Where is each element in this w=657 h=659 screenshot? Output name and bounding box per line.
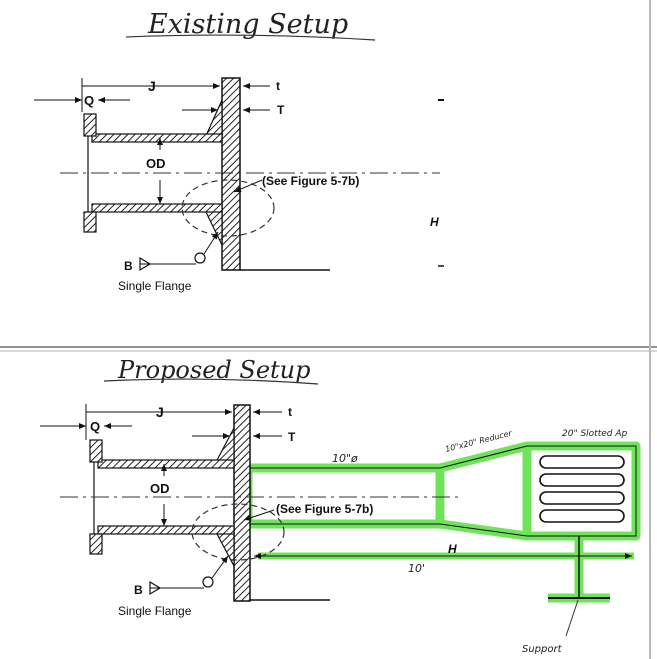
proposed-dim-h: H — [448, 542, 457, 556]
existing-title-underline — [125, 34, 376, 41]
proposed-weld-circle — [202, 576, 214, 588]
length-label: 10' — [408, 562, 425, 575]
proposed-dim-od: OD — [150, 481, 170, 496]
proposed-pipe-top-wall — [97, 459, 235, 469]
proposed-pipe-outline — [247, 445, 637, 537]
existing-caption: Single Flange — [118, 279, 192, 293]
proposed-caption: Single Flange — [118, 604, 192, 618]
pipe-label: 10"ø — [332, 452, 358, 465]
proposed-weld-b: B — [134, 583, 143, 597]
proposed-dim-q: Q — [90, 419, 100, 434]
slot-2 — [539, 473, 625, 487]
proposed-pipe-end-bottom — [89, 533, 103, 555]
existing-weld-circle — [194, 252, 206, 264]
existing-see-figure: (See Figure 5-7b) — [262, 174, 359, 188]
existing-pipe-end-bottom — [83, 211, 97, 233]
proposed-title-underline — [103, 378, 319, 385]
proposed-pipe-end-top — [89, 439, 103, 463]
proposed-weld-arrow — [211, 555, 229, 579]
proposed-section: Proposed Setup — [40, 356, 641, 655]
proposed-dim-t-big: T — [288, 430, 296, 444]
existing-pipe-bottom-wall — [91, 203, 223, 213]
proposed-detail-circle — [191, 503, 285, 561]
proposed-see-figure-leader — [243, 509, 275, 521]
existing-dim-od: OD — [146, 156, 166, 171]
proposed-dim-t-small: t — [288, 405, 292, 419]
proposed-pipe-bottom-wall — [97, 525, 235, 535]
support-leader — [565, 599, 579, 637]
existing-dim-t-big: T — [277, 103, 285, 117]
existing-dim-h: H — [430, 215, 439, 229]
slot-4 — [539, 509, 625, 523]
slot-3 — [539, 491, 625, 505]
proposed-see-figure: (See Figure 5-7b) — [276, 502, 373, 516]
existing-weld-arrow — [203, 231, 219, 255]
slot-1 — [539, 455, 625, 469]
proposed-dim-j: J — [156, 404, 164, 420]
existing-hub-top — [204, 99, 223, 139]
existing-flange-plate — [221, 77, 241, 271]
slotted-pipe-slots — [539, 455, 625, 523]
existing-section: Existing Setup J t Q T OD — [34, 9, 444, 293]
slotted-label: 20" Slotted Ap — [562, 429, 627, 439]
existing-dim-t-small: t — [276, 79, 280, 93]
support-label: Support — [522, 644, 563, 655]
existing-dim-j: J — [148, 78, 156, 94]
existing-see-figure-leader — [233, 179, 263, 193]
existing-pipe-end-top — [83, 113, 97, 137]
existing-pipe-top-wall — [91, 133, 223, 143]
proposed-hub-top — [215, 427, 235, 463]
proposed-flange-plate — [233, 404, 251, 602]
existing-dim-q: Q — [84, 93, 94, 108]
existing-detail-circle — [181, 179, 275, 237]
existing-weld-b: B — [124, 259, 133, 273]
